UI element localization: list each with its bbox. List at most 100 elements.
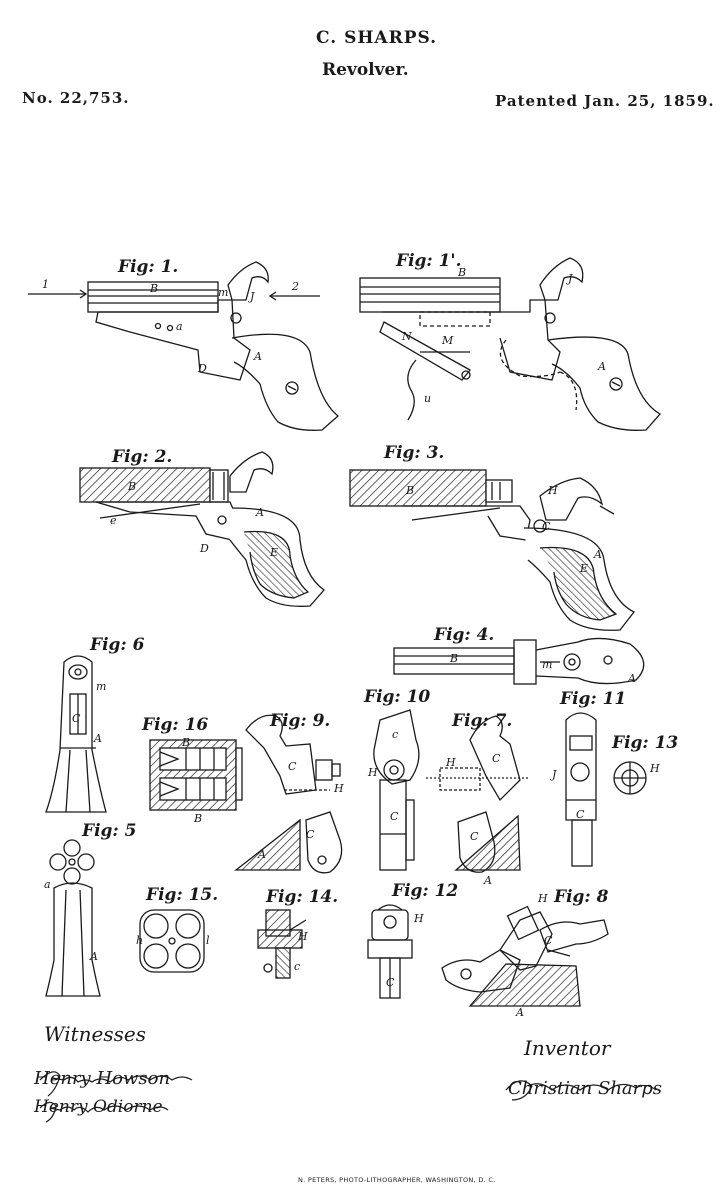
- witness-2-signature: Henry Odiorne: [33, 1097, 163, 1117]
- witnesses-label: Witnesses: [44, 1022, 146, 1046]
- fig-11-label: Fig: 11: [559, 689, 626, 709]
- part-label: A: [627, 672, 636, 685]
- part-label: H: [537, 892, 548, 905]
- part-label: A: [597, 360, 606, 373]
- part-label: H: [333, 782, 344, 795]
- fig-3-label: Fig: 3.: [383, 443, 444, 463]
- part-label: C: [492, 752, 501, 765]
- part-label: H: [413, 912, 424, 925]
- part-label: A: [483, 874, 492, 887]
- inventor-label: Inventor: [524, 1036, 611, 1060]
- inventor-name: C. SHARPS.: [316, 28, 438, 48]
- part-label: a: [44, 878, 51, 891]
- part-label: C: [390, 810, 399, 823]
- part-label: 1: [42, 278, 49, 291]
- part-label: H: [445, 756, 456, 769]
- figure-16: [149, 739, 243, 811]
- part-label: a: [176, 320, 183, 333]
- fig-8-label: Fig: 8: [553, 887, 609, 907]
- part-label: C: [288, 760, 297, 773]
- part-label: B: [405, 484, 414, 497]
- figure-6: [45, 655, 107, 813]
- part-label: B: [127, 480, 136, 493]
- part-label: N: [401, 330, 412, 343]
- signature-strokes: [39, 1071, 657, 1123]
- part-label: J: [550, 768, 557, 781]
- part-label: C: [576, 808, 585, 821]
- figure-1: [28, 261, 340, 431]
- part-label: J: [248, 290, 255, 303]
- part-label: u: [424, 392, 431, 405]
- part-label: c: [392, 728, 398, 741]
- patent-date: Patented Jan. 25, 1859.: [495, 92, 715, 110]
- figure-7: [426, 715, 530, 873]
- part-label: H: [547, 484, 558, 497]
- fig-10-label: Fig: 10: [363, 687, 430, 707]
- part-label: A: [253, 350, 262, 363]
- part-label: c: [294, 960, 300, 973]
- part-label: C: [72, 712, 81, 725]
- part-label: A: [593, 548, 602, 561]
- fig-13-label: Fig: 13: [611, 733, 678, 753]
- fig-16-label: Fig: 16: [141, 715, 208, 735]
- part-label: h: [136, 934, 143, 947]
- figure-3: [349, 469, 635, 631]
- figure-2: [79, 451, 325, 607]
- figure-13: [613, 761, 647, 795]
- part-label: C: [306, 828, 315, 841]
- patent-title: Revolver.: [322, 60, 409, 80]
- part-label: J: [566, 272, 573, 285]
- printer-credit: N. PETERS, PHOTO-LITHOGRAPHER, WASHINGTO…: [298, 1176, 496, 1184]
- part-label: C: [386, 976, 395, 989]
- part-label: H: [649, 762, 660, 775]
- fig-7-label: Fig: 7.: [451, 711, 512, 731]
- part-label: B: [149, 282, 158, 295]
- part-label: m: [542, 658, 552, 671]
- part-label: B: [457, 266, 466, 279]
- patent-number: No. 22,753.: [22, 89, 130, 107]
- fig-12-label: Fig: 12: [391, 881, 458, 901]
- inventor-signature: Christian Sharps: [508, 1078, 662, 1099]
- figure-11: [565, 712, 597, 867]
- part-label: D: [199, 542, 209, 555]
- part-label: E: [579, 562, 588, 575]
- part-label: 2: [291, 280, 299, 293]
- part-label: M: [441, 334, 454, 347]
- part-label: H: [367, 766, 378, 779]
- figure-4: [393, 637, 645, 685]
- figure-12: [367, 904, 413, 999]
- part-label: C: [542, 520, 551, 533]
- part-label: B: [193, 812, 202, 825]
- part-label: C: [470, 830, 479, 843]
- fig-5-label: Fig: 5: [81, 821, 136, 841]
- figure-1-prime: [359, 257, 662, 431]
- figure-9: [234, 714, 343, 874]
- witness-1-signature: Henry Howson: [33, 1068, 170, 1089]
- part-label: m: [96, 680, 106, 693]
- fig-1-prime-label: Fig: 1'.: [395, 251, 462, 271]
- figure-5: [45, 839, 101, 997]
- fig-1-label: Fig: 1.: [117, 257, 178, 277]
- part-label: e: [110, 514, 117, 527]
- figure-14: [257, 909, 307, 979]
- part-label: A: [89, 950, 98, 963]
- part-label: A: [515, 1006, 524, 1019]
- part-label: B: [449, 652, 458, 665]
- part-label: A: [257, 848, 266, 861]
- figure-8: [441, 905, 609, 1007]
- fig-15-label: Fig: 15.: [145, 885, 218, 905]
- figure-10: [373, 709, 420, 871]
- part-label: H: [297, 930, 308, 943]
- fig-14-label: Fig: 14.: [265, 887, 338, 907]
- part-label: D: [197, 362, 207, 375]
- fig-4-label: Fig: 4.: [433, 625, 494, 645]
- part-label: E: [269, 546, 278, 559]
- fig-2-label: Fig: 2.: [111, 447, 172, 467]
- part-label: B: [181, 736, 190, 749]
- fig-6-label: Fig: 6: [89, 635, 145, 655]
- part-label: A: [255, 506, 264, 519]
- part-label: l: [206, 934, 210, 947]
- part-label: C: [544, 934, 553, 947]
- part-label: m: [218, 286, 228, 299]
